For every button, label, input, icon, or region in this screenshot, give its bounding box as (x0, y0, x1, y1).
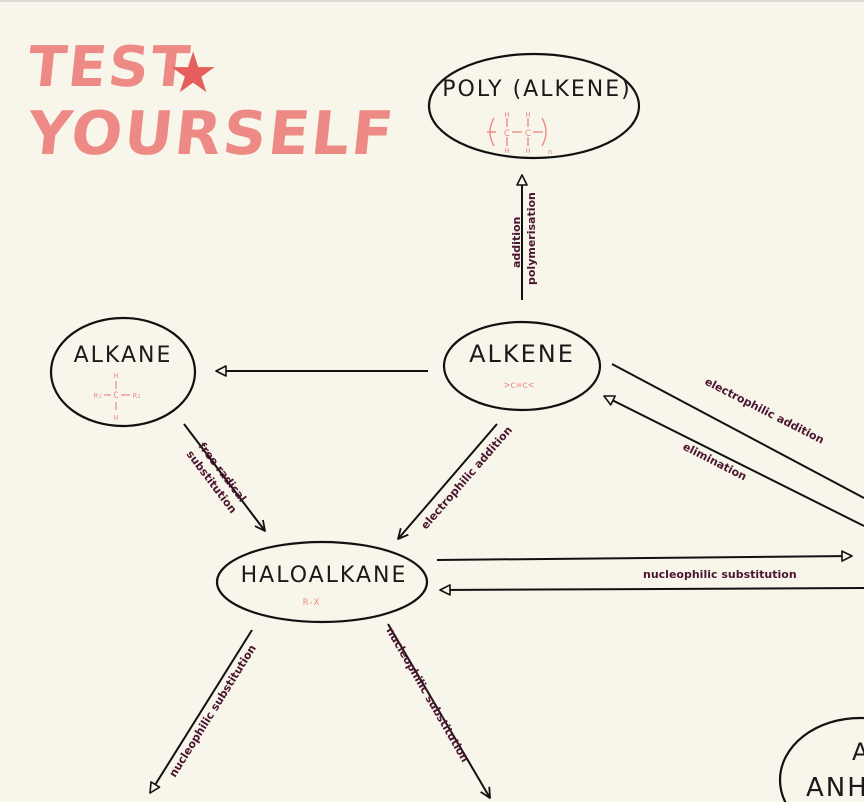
edge-alkene-to-right (611, 363, 864, 499)
edge-right-to-haloalkane (439, 584, 864, 596)
svg-text:H: H (525, 111, 530, 119)
top-border (0, 0, 864, 2)
edge-right-to-alkene (603, 395, 864, 527)
partial-node-ellipse (778, 716, 864, 802)
svg-text:H: H (525, 147, 530, 155)
alkane-formula-r2: R₂ (133, 392, 141, 400)
edge-label-polymerisation: polymerisation (525, 192, 538, 285)
edge-label-addition: addition (510, 217, 523, 268)
haloalkane-ellipse (215, 540, 429, 624)
node-alkene: ALKENE >c=c< (442, 320, 602, 412)
alkane-formula-r1: R₁ (94, 392, 102, 400)
edge-haloalkane-to-right (436, 550, 853, 562)
node-alkane: ALKANE C R₁ R₂ H H (49, 316, 197, 428)
edge-haloalkane-down-left (149, 629, 253, 794)
edge-label-nucleophilic-substitution-down: nucleophilic substitution (383, 625, 471, 765)
alkane-ellipse (49, 316, 197, 428)
alkene-formula: >c=c< (504, 380, 534, 391)
node-partial-bottom-right: A ANH (778, 716, 864, 802)
polyalkene-ellipse (427, 52, 641, 160)
svg-text:n: n (548, 148, 552, 156)
edge-haloalkane-down-right (387, 623, 491, 799)
partial-node-label-top: A (852, 738, 864, 766)
node-polyalkene: POLY (ALKENE) C C H H H H n (427, 52, 641, 160)
edge-label-nucleophilic-substitution-left: nucleophilic substitution (167, 642, 259, 779)
svg-text:H: H (504, 111, 509, 119)
edge-alkane-to-haloalkane (183, 423, 266, 532)
edge-label-nucleophilic-substitution-right: nucleophilic substitution (643, 568, 797, 581)
alkane-formula-c: C (113, 391, 118, 401)
edge-alkene-to-haloalkane (397, 423, 498, 540)
haloalkane-formula: R-X (303, 598, 320, 608)
svg-text:C: C (504, 129, 510, 139)
polyalkene-label: POLY (ALKENE) (442, 77, 632, 102)
svg-text:H: H (504, 147, 509, 155)
partial-node-label-bottom: ANH (806, 773, 864, 802)
haloalkane-label: HALOALKANE (241, 563, 408, 588)
svg-text:C: C (525, 129, 531, 139)
alkane-formula: C R₁ R₂ H H (94, 372, 141, 422)
alkane-label: ALKANE (74, 343, 173, 368)
edge-label-electrophilic-addition-1: electrophilic addition (418, 424, 515, 532)
star-icon: ★ (168, 41, 219, 106)
alkane-formula-h-top: H (114, 372, 118, 380)
alkene-label: ALKENE (469, 340, 575, 368)
edge-label-electrophilic-addition-2: electrophilic addition (703, 375, 827, 447)
edge-label-elimination: elimination (681, 440, 749, 483)
alkene-ellipse (442, 320, 602, 412)
polyalkene-formula-icon: C C H H H H n (487, 111, 552, 156)
alkane-formula-h-bottom: H (114, 414, 118, 422)
node-haloalkane: HALOALKANE R-X (215, 540, 429, 624)
